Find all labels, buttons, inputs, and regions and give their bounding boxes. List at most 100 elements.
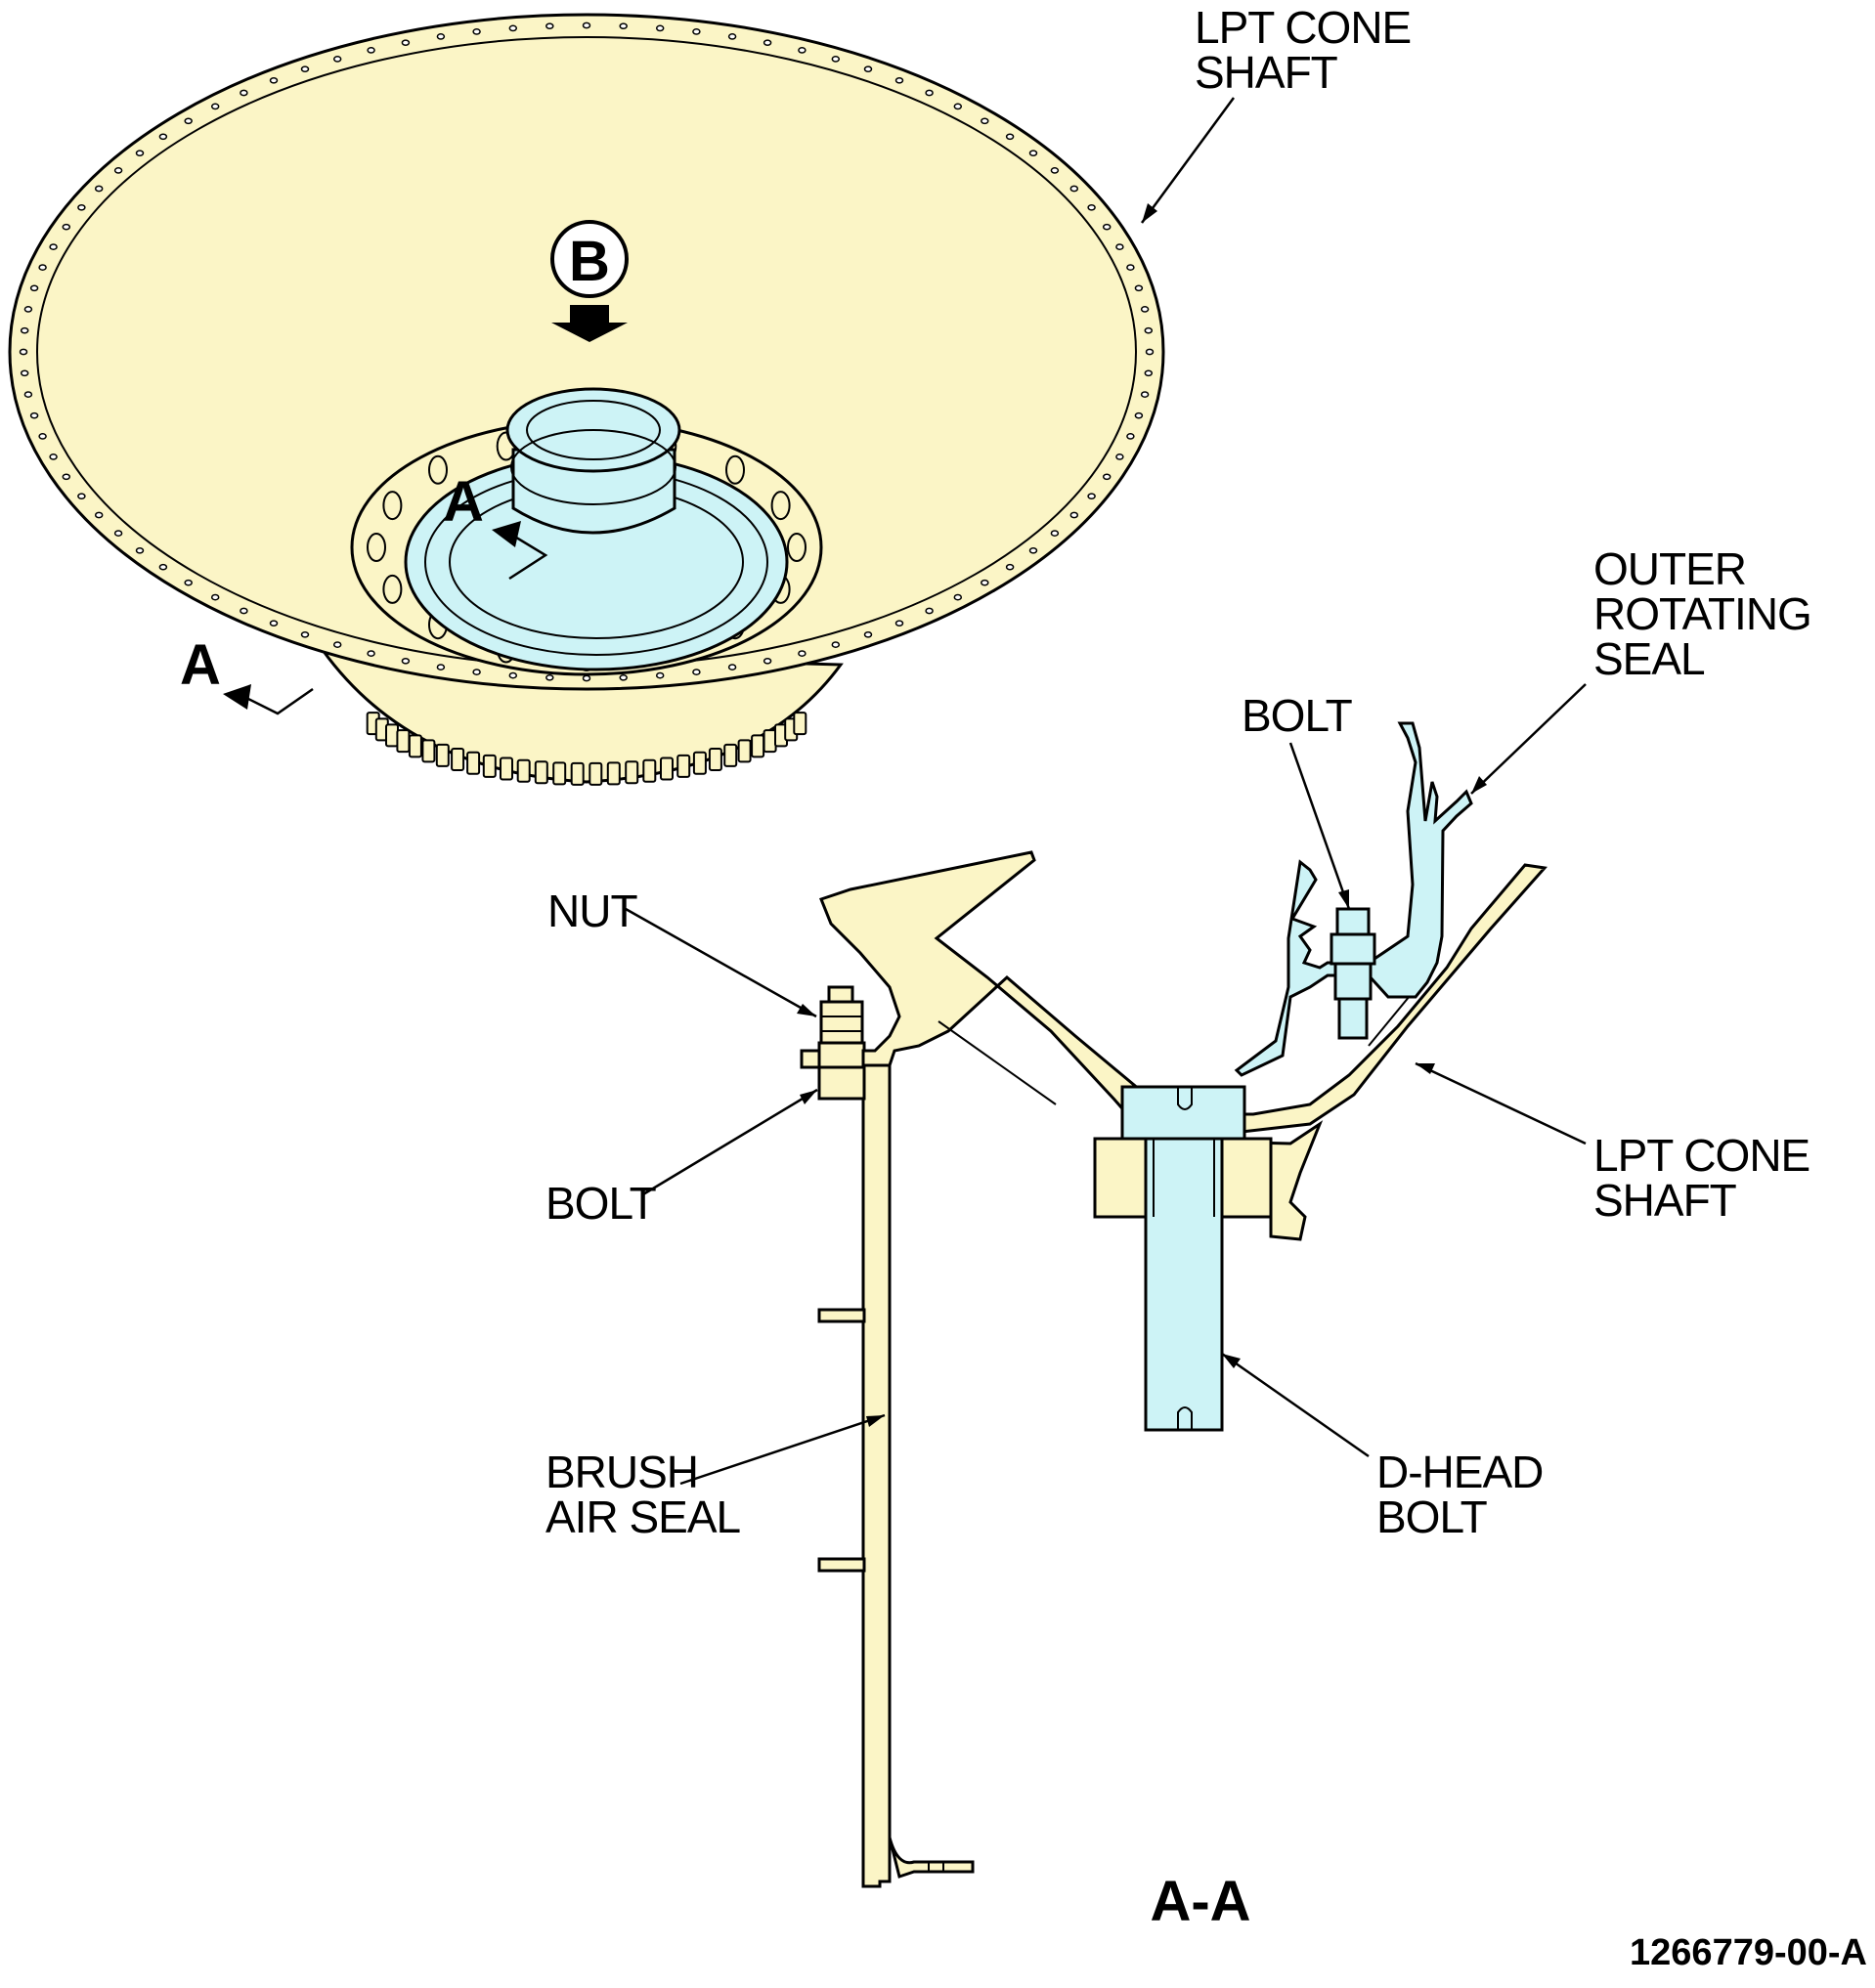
rim-hole (981, 117, 989, 125)
rim-hole (727, 33, 737, 40)
svg-text:AIR SEAL: AIR SEAL (545, 1491, 741, 1542)
label-d-head-bolt: D-HEAD BOLT (1221, 1352, 1544, 1542)
hub-hole (770, 491, 791, 521)
svg-text:LPT CONE: LPT CONE (1593, 1130, 1810, 1181)
rim-hole (1050, 530, 1060, 537)
rim-hole (19, 348, 28, 356)
rim-hole (49, 454, 58, 460)
flange-tooth (625, 760, 639, 785)
rim-hole (863, 65, 873, 73)
hub-hole (382, 491, 403, 521)
flange-tooth (396, 729, 411, 754)
rim-hole (38, 433, 47, 440)
rim-hole (77, 493, 86, 500)
view-b-marker: B (550, 220, 629, 342)
flange-tooth (763, 729, 777, 754)
rim-hole (113, 167, 123, 174)
rim-hole (1069, 185, 1079, 193)
rim-hole (655, 671, 665, 679)
svg-text:A: A (180, 633, 221, 697)
flange-tooth (660, 756, 674, 781)
small-bolt-nut (817, 985, 866, 1101)
rim-hole (269, 620, 279, 627)
flange-tooth (737, 739, 752, 763)
rim-hole (655, 24, 665, 32)
rim-hole (1005, 133, 1015, 141)
rim-hole (1050, 167, 1060, 174)
rim-hole (77, 203, 86, 211)
rim-hole (1144, 369, 1154, 377)
rim-hole (1126, 264, 1135, 271)
rim-hole (508, 24, 518, 32)
flange-tooth (570, 761, 585, 786)
rim-hole (135, 150, 145, 157)
rim-hole (38, 264, 47, 271)
rim-hole (1134, 284, 1144, 292)
flange-tooth (793, 712, 807, 736)
rim-hole (1087, 493, 1096, 500)
rim-hole (692, 669, 701, 675)
rim-hole (210, 593, 220, 601)
flange-tooth (534, 760, 548, 785)
label-bolt-upper: BOLT (1242, 690, 1354, 910)
rim-hole (401, 39, 411, 47)
rim-hole (20, 369, 29, 377)
svg-text:D-HEAD: D-HEAD (1376, 1447, 1543, 1497)
flange-tooth (421, 739, 436, 763)
rim-hole (158, 133, 168, 141)
rim-hole (94, 185, 104, 193)
rim-hole (1134, 411, 1144, 419)
rim-hole (692, 28, 701, 35)
flange-tooth (723, 743, 738, 767)
label-outer-rotating-seal: OUTER ROTATING SEAL (1470, 543, 1812, 795)
rim-hole (508, 671, 518, 679)
svg-text:A: A (443, 470, 484, 534)
rim-hole (184, 117, 193, 125)
flange-tooth (500, 756, 513, 781)
flange-tooth (482, 754, 497, 778)
rim-hole (29, 411, 39, 419)
rim-hole (472, 669, 481, 675)
label-bolt-left: BOLT (545, 1088, 818, 1229)
outer-rotating-seal (1234, 721, 1473, 1077)
rim-hole (582, 674, 591, 682)
rim-hole (367, 650, 375, 657)
brush-air-seal (800, 1049, 975, 1888)
rim-hole (1144, 326, 1154, 334)
flange-tooth (466, 751, 481, 775)
cone-outer-rim (8, 13, 1165, 691)
flange-tooth (606, 761, 621, 786)
rim-hole (158, 563, 168, 571)
svg-text:NUT: NUT (547, 886, 637, 936)
section-a-marker-inner: A (443, 470, 548, 581)
hub-hole (382, 574, 403, 604)
rim-hole (798, 650, 807, 657)
rim-hole (1115, 454, 1124, 460)
rim-hole (1102, 223, 1112, 231)
rim-hole (925, 607, 934, 615)
svg-text:ROTATING: ROTATING (1593, 588, 1811, 639)
flange-tooth (751, 734, 765, 758)
rim-hole (240, 607, 248, 615)
flange-tooth (408, 734, 422, 758)
rim-hole (184, 579, 193, 586)
rim-hole (135, 546, 145, 554)
rim-hole (1140, 391, 1150, 398)
rim-hole (23, 391, 33, 398)
label-lpt-cone-shaft-right: LPT CONE SHAFT (1415, 1061, 1810, 1226)
rim-hole (798, 47, 807, 54)
rim-hole (953, 103, 963, 110)
flange-tooth (451, 748, 465, 771)
rim-hole (472, 28, 481, 35)
rim-hole (1087, 203, 1096, 211)
view-b-arrow (551, 305, 628, 342)
rim-hole (1140, 306, 1150, 313)
flange-tooth (642, 758, 657, 783)
svg-text:BOLT: BOLT (545, 1178, 657, 1229)
rim-hole (332, 641, 342, 648)
d-head-bolt (1120, 1085, 1246, 1432)
flange-tooth (708, 748, 722, 771)
rim-hole (894, 76, 904, 84)
rim-hole (240, 89, 248, 97)
